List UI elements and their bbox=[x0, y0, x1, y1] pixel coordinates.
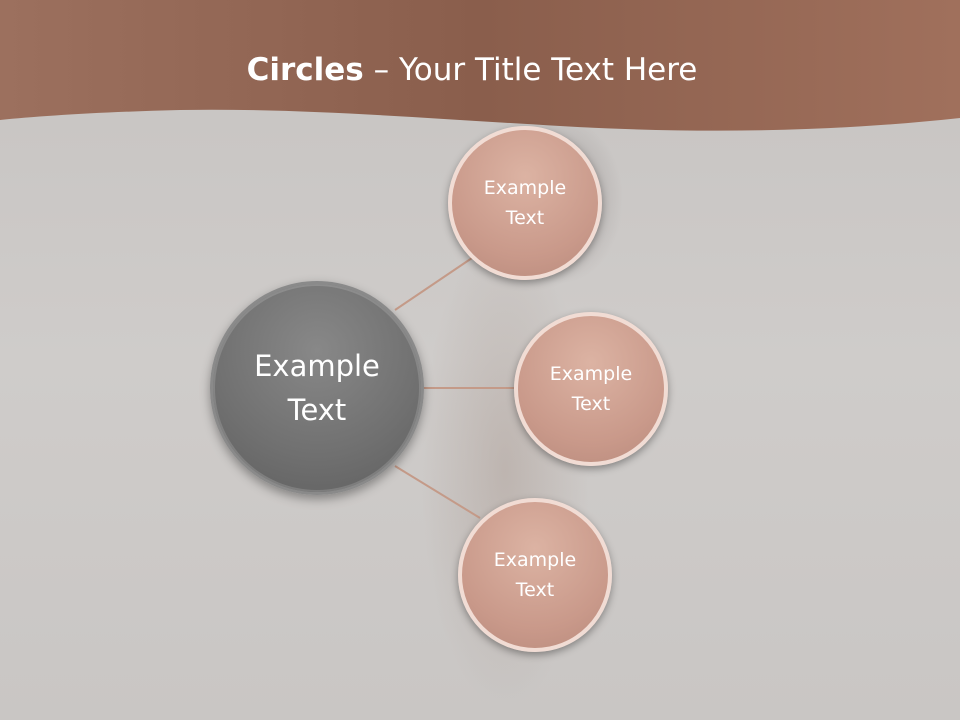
title-bold: Circles bbox=[246, 52, 364, 88]
slide-title: Circles – Your Title Text Here bbox=[0, 52, 944, 88]
node-1-text-line1: Example bbox=[483, 177, 567, 199]
node-circle-2: Example Text bbox=[514, 312, 668, 466]
node-1-text-line2: Text bbox=[505, 207, 545, 229]
hub-text-line2: Text bbox=[287, 393, 347, 427]
title-banner bbox=[0, 0, 960, 131]
connector-3 bbox=[394, 465, 481, 519]
node-2-text-line1: Example bbox=[549, 363, 633, 385]
hub-circle: Example Text bbox=[210, 281, 424, 495]
title-rest: – Your Title Text Here bbox=[363, 52, 698, 88]
hub-text-line1: Example bbox=[254, 349, 380, 383]
connector-1 bbox=[394, 257, 473, 311]
node-3-text-line1: Example bbox=[493, 549, 577, 571]
node-3-text-line2: Text bbox=[515, 579, 555, 601]
node-2-text-line2: Text bbox=[571, 393, 611, 415]
node-circle-3: Example Text bbox=[458, 498, 612, 652]
node-circle-1: Example Text bbox=[448, 126, 602, 280]
